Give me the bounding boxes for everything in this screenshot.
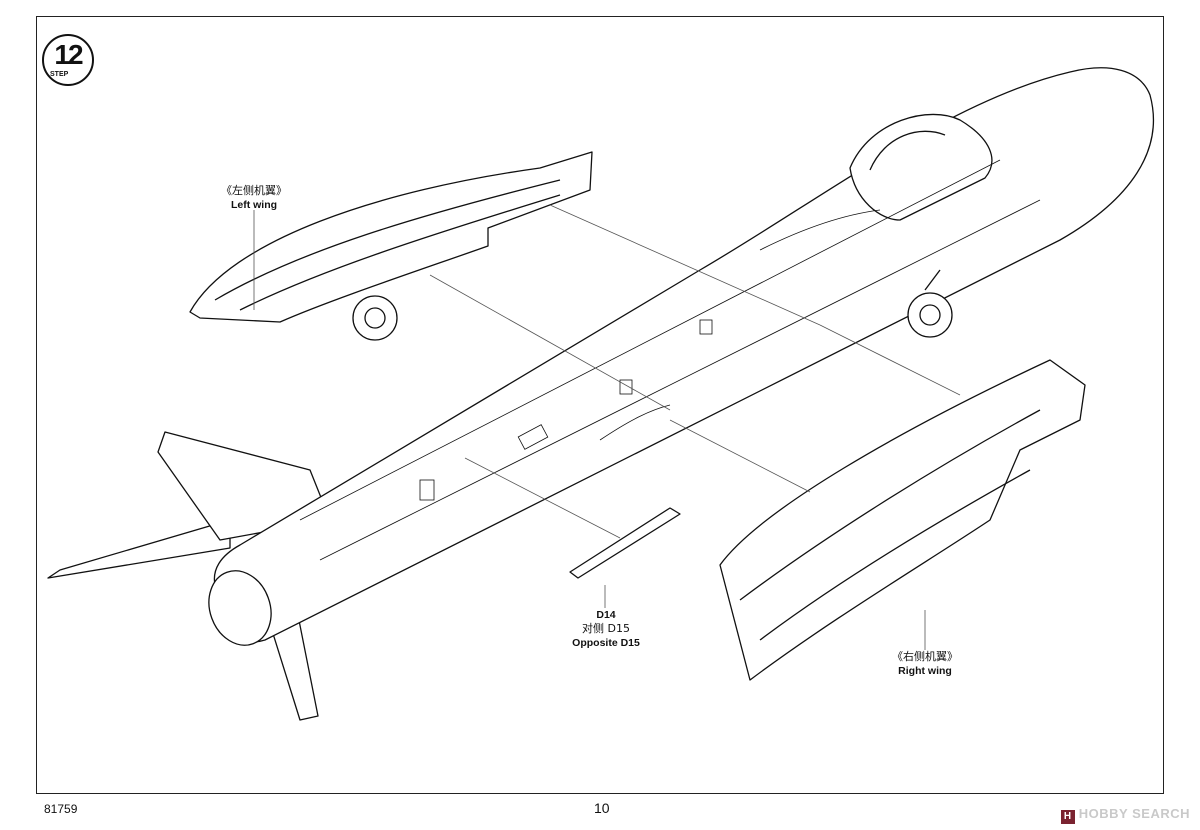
right-wing-part [719,359,1086,681]
part-opposite-en: Opposite D15 [572,637,640,649]
step-badge: 12 STEP [42,34,94,86]
right-wing-label-en: Right wing [898,665,952,677]
left-stabilizer [47,519,231,579]
part-opposite-zh: 对侧 D15 [582,622,630,635]
left-wing-part [189,151,593,323]
page-number: 10 [594,800,610,816]
step-number: 12 [54,39,83,70]
left-wing-label: 《左侧机翼》 Left wing [198,184,310,212]
part-code: D14 [596,609,616,621]
left-wing-label-zh: 《左侧机翼》 [221,184,287,197]
kit-number: 81759 [44,802,78,816]
part-d14 [569,507,681,579]
instruction-frame [36,16,1164,794]
left-wing-label-en: Left wing [230,199,278,211]
right-wing-label-zh: 《右侧机翼》 [892,650,958,663]
watermark-text: HOBBY SEARCH [1078,806,1190,821]
part-d14-label: D14 对侧 D15 Opposite D15 [556,608,656,650]
fuselage [210,67,1155,643]
right-wing-label: 《右侧机翼》 Right wing [866,650,984,678]
canopy [849,113,993,221]
step-word: STEP [50,71,69,78]
exhaust-nozzle [208,570,272,646]
watermark-logo: H [1060,810,1075,824]
